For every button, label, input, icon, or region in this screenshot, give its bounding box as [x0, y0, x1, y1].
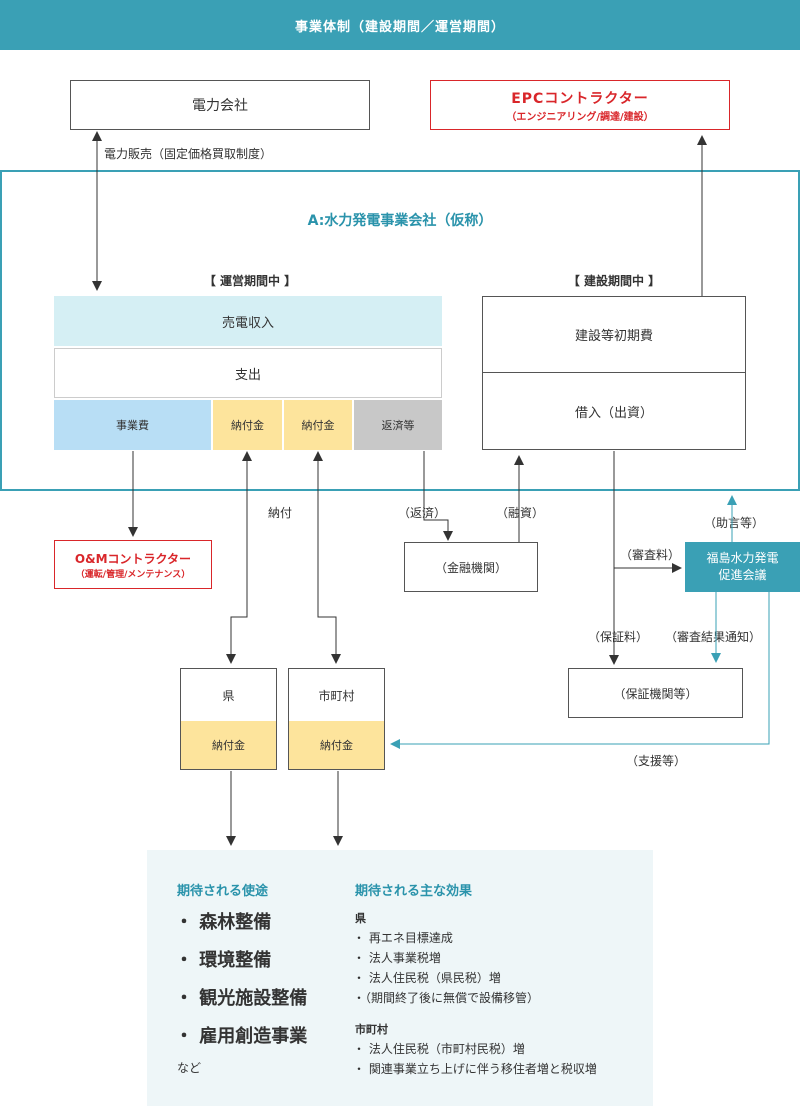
use-item: ・ 環境整備 — [175, 950, 272, 971]
review-result-label: （審査結果通知） — [665, 630, 762, 644]
uses-etc: など — [177, 1061, 202, 1075]
expense-cell: 支出 — [54, 348, 442, 398]
construction-table: 建設等初期費 借入（出資） — [482, 296, 746, 450]
prefecture-box: 県 納付金 — [180, 668, 277, 770]
council-line-1: 福島水力発電 — [706, 551, 779, 565]
epc-contractor-box: EPCコントラクター （エンジニアリング/調達/建設） — [430, 80, 730, 130]
construction-period-header: 【 建設期間中 】 — [567, 273, 661, 288]
power-company-box: 電力会社 — [70, 80, 370, 130]
expected-results-panel: 期待される使途 ・ 森林整備 ・ 環境整備 ・ 観光施設整備 ・ 雇用創造事業 … — [147, 850, 653, 1106]
power-company-label: 電力会社 — [192, 98, 248, 114]
borrowing-label: 借入（出資） — [574, 406, 653, 421]
revenue-label: 売電収入 — [221, 315, 274, 331]
review-fee-label: （審査料） — [620, 548, 681, 562]
epc-title: EPCコントラクター — [511, 90, 649, 107]
effect-item: ・ 法人事業税増 — [353, 951, 441, 965]
effect-item: ・（期間終了後に無償で設備移管） — [353, 991, 540, 1005]
repayment-label: 返済等 — [381, 419, 415, 432]
prefecture-effects-heading: 県 — [355, 912, 366, 925]
effect-item: ・ 法人住民税（県民税）増 — [353, 971, 501, 985]
guarantee-institution-box: （保証機関等） — [568, 668, 743, 718]
company-frame — [0, 170, 800, 491]
payment-cell-municipality: 納付金 — [284, 400, 352, 450]
guarantee-institution-label: （保証機関等） — [613, 686, 698, 701]
effects-title: 期待される主な効果 — [355, 884, 473, 899]
diagram-title: 事業体制（建設期間／運営期間） — [294, 19, 505, 35]
prefecture-payment-cell: 納付金 — [181, 721, 276, 769]
municipality-payment-connector — [313, 451, 341, 664]
initial-cost-label: 建設等初期費 — [574, 329, 653, 344]
prefecture-name-cell: 県 — [181, 669, 276, 721]
om-contractor-box: O&Mコントラクター （運転/管理/メンテナンス） — [54, 540, 212, 589]
support-flow-label: （支援等） — [626, 754, 687, 768]
epc-subtitle: （エンジニアリング/調達/建設） — [506, 111, 654, 123]
diagram-title-bar: 事業体制（建設期間／運営期間） — [0, 0, 800, 50]
use-item: ・ 観光施設整備 — [175, 988, 308, 1009]
power-sales-label: 電力販売（固定価格買取制度） — [104, 147, 273, 161]
support-connector — [390, 592, 770, 749]
municipality-name-cell: 市町村 — [289, 669, 384, 721]
payment-label-prefecture: 納付金 — [231, 419, 264, 432]
prefecture-payment-label: 納付金 — [212, 739, 245, 752]
prefecture-label: 県 — [222, 688, 235, 703]
effect-item: ・ 関連事業立ち上げに伴う移住者増と税収増 — [353, 1062, 597, 1076]
use-item: ・ 森林整備 — [175, 912, 272, 933]
om-title: O&Mコントラクター — [74, 551, 192, 566]
municipality-effects-heading: 市町村 — [355, 1023, 388, 1036]
municipality-box: 市町村 納付金 — [288, 668, 385, 770]
initial-cost-cell: 建設等初期費 — [483, 297, 745, 373]
company-title: A:水力発電事業会社（仮称） — [307, 213, 493, 229]
repayment-cell: 返済等 — [354, 400, 442, 450]
operation-period-header: 【 運営期間中 】 — [203, 273, 297, 288]
uses-title: 期待される使途 — [177, 884, 269, 899]
advice-flow-label: （助言等） — [704, 516, 765, 530]
municipality-label: 市町村 — [318, 688, 355, 703]
revenue-cell: 売電収入 — [54, 296, 442, 346]
repayment-flow-label: （返済） — [398, 506, 447, 520]
payment-flow-label: 納付 — [268, 506, 293, 520]
guarantee-fee-label: （保証料） — [588, 630, 649, 644]
business-cost-cell: 事業費 — [54, 400, 211, 450]
effect-item: ・ 再エネ目標達成 — [353, 931, 453, 945]
council-line-2: 促進会議 — [718, 568, 767, 582]
effect-item: ・ 法人住民税（市町村民税）増 — [353, 1042, 525, 1056]
repayment-connector — [423, 451, 453, 541]
prefecture-payment-connector — [226, 451, 252, 664]
financial-institution-label: （金融機関） — [434, 560, 507, 575]
borrowing-cell: 借入（出資） — [483, 374, 745, 449]
business-cost-label: 事業費 — [116, 419, 149, 432]
financing-flow-label: （融資） — [496, 506, 545, 520]
om-subtitle: （運転/管理/メンテナンス） — [75, 569, 191, 580]
review-fee-connector — [613, 451, 682, 573]
expense-label: 支出 — [234, 367, 261, 383]
financial-institution-box: （金融機関） — [404, 542, 538, 592]
use-item: ・ 雇用創造事業 — [175, 1026, 308, 1047]
payment-cell-prefecture: 納付金 — [213, 400, 282, 450]
municipality-payment-label: 納付金 — [320, 739, 353, 752]
payment-label-municipality: 納付金 — [301, 419, 335, 432]
municipality-payment-cell: 納付金 — [289, 721, 384, 769]
promotion-council-box: 福島水力発電 促進会議 — [685, 542, 800, 592]
